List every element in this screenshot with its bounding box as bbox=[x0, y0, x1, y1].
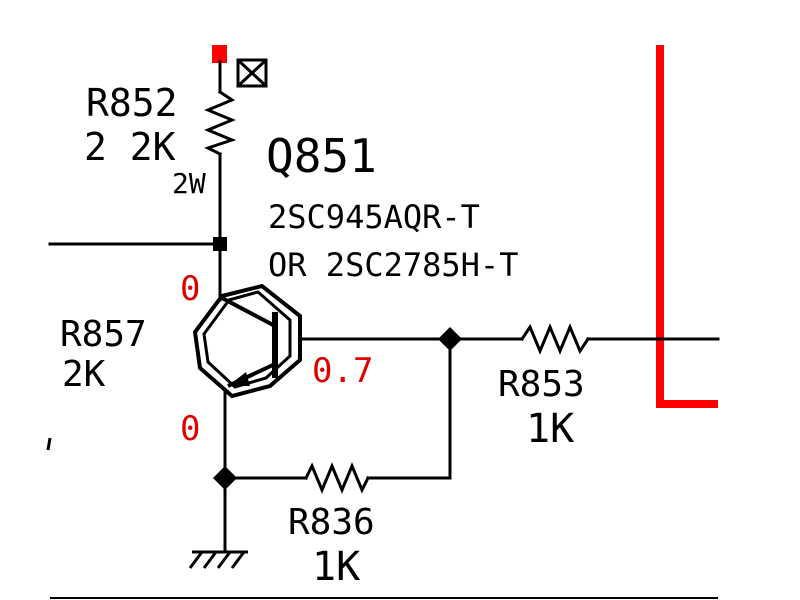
no-connect-icon bbox=[236, 58, 268, 88]
r853-ref-label: R853 bbox=[498, 364, 585, 405]
collector-voltage-label: 0 bbox=[180, 269, 200, 309]
r857-ref-label: R857 bbox=[60, 314, 147, 355]
r836-value-label: 1K bbox=[312, 544, 360, 590]
q851-ref-label: Q851 bbox=[266, 129, 377, 183]
q851-part-label: 2SC945AQR-T bbox=[268, 198, 480, 236]
r853-resistor bbox=[519, 323, 591, 355]
emitter-voltage-label: 0 bbox=[180, 409, 200, 449]
r852-power-label: 2W bbox=[172, 167, 206, 200]
red-highlight-bus bbox=[656, 45, 718, 408]
r852-value-label: 2 2K bbox=[84, 125, 176, 169]
base-voltage-label: 0.7 bbox=[312, 351, 373, 391]
r836-ref-label: R836 bbox=[288, 502, 375, 543]
q851-alt-part-label: OR 2SC2785H-T bbox=[268, 246, 518, 284]
red-terminal-marker bbox=[212, 45, 227, 63]
r852-ref-label: R852 bbox=[86, 81, 178, 125]
r836-resistor bbox=[303, 462, 371, 494]
ground-icon bbox=[188, 550, 248, 569]
left-edge-mark bbox=[46, 437, 52, 451]
r852-resistor bbox=[204, 89, 237, 157]
r857-value-label: 2K bbox=[62, 354, 106, 395]
transistor-q851-symbol bbox=[192, 283, 302, 399]
r853-value-label: 1K bbox=[526, 406, 574, 452]
